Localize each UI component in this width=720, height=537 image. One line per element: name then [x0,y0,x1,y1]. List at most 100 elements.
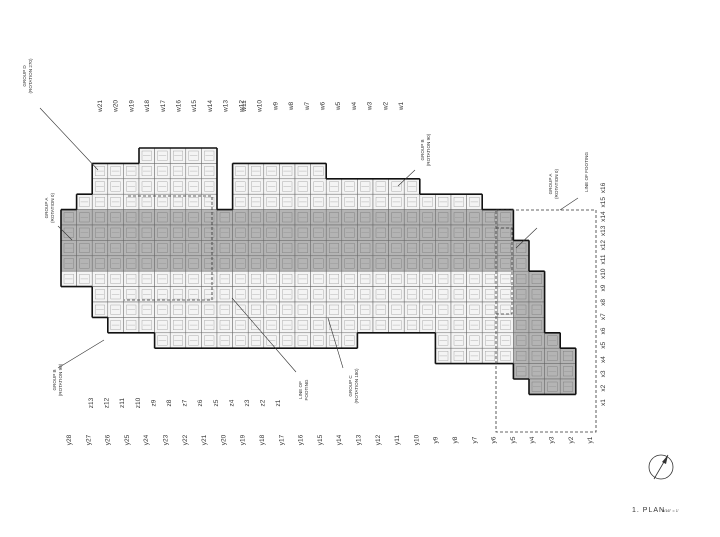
tile-cell [169,209,187,226]
tile-cell [91,193,109,210]
tile-cell [91,178,109,195]
tile-cell [123,270,140,287]
tile-cell [466,193,483,210]
tile-cell [107,224,124,241]
row-label-x: x13 [600,225,607,236]
tile-cell [435,347,452,364]
column-label-z: z4 [228,399,235,406]
tile-cell [310,317,327,334]
tile-cell [263,317,280,334]
tile-cell [544,332,561,349]
tile-cell [247,178,265,195]
tile-cell [310,301,327,318]
tile-cell [138,224,155,241]
tile-cell [294,178,311,195]
tile-cell [201,209,218,226]
tile-cell [403,209,421,226]
tile-cell [372,240,389,257]
tile-cell [310,193,327,210]
tile-cell [138,209,155,226]
tile-cell [294,224,311,241]
column-label-y: y15 [317,434,324,445]
tile-cell [76,270,93,287]
callout-line-of-footing-right: LINE OF FOOTING [584,152,589,192]
tile-cell [528,363,545,380]
tile-cell [169,178,187,195]
tile-cell [60,240,77,257]
tile-cell [201,224,218,241]
tile-cell [216,317,233,334]
tile-cell [341,270,358,287]
tile-cell [481,224,499,241]
tile-cell [294,286,311,303]
tile-cell [263,209,280,226]
tile-cell [388,178,405,195]
tile-cell [138,240,155,257]
callout-group-b-bottom: GROUP B [52,369,57,390]
tile-cell [497,224,514,241]
callout-group-a-right: GROUP A [548,173,553,195]
tile-cell [201,193,218,210]
tile-cell [325,301,343,318]
tile-cell [528,332,545,349]
column-label-w: w4 [351,101,358,111]
tile-cell [279,163,296,180]
tile-cell [294,255,311,272]
tile-cell [435,240,452,257]
tile-cell [123,286,140,303]
column-label-w: w17 [160,100,167,113]
row-label-x: x2 [600,384,607,391]
tile-cell [201,270,218,287]
tile-cell [450,224,467,241]
tile-cell [403,240,421,257]
tile-cell [185,301,202,318]
footing-outline-inner [496,227,513,315]
tile-cell [123,240,140,257]
tile-cell [403,270,421,287]
column-label-y: y2 [568,436,575,443]
tile-cell [294,163,311,180]
column-label-y: y22 [182,434,189,445]
tile-cell [481,270,499,287]
tile-cell [185,209,202,226]
tile-cell [154,255,171,272]
column-label-y: y8 [452,436,459,443]
tile-cell [481,255,499,272]
column-label-w: w5 [335,101,342,111]
tile-cell [481,240,499,257]
callout-line-of-footing-bottom: LINE OF [298,381,303,399]
column-label-w: w15 [191,100,198,113]
tile-cell [123,317,140,334]
callout-group-a-left: (ROTATION 0) [50,193,55,223]
tile-cell [279,332,296,349]
tile-cell [107,240,124,257]
tile-cell [169,317,187,334]
column-label-w: w14 [207,100,214,113]
tile-cell [294,193,311,210]
tile-cell [310,178,327,195]
column-label-w: w12 [238,100,245,113]
tile-cell [60,209,77,226]
tile-cell [185,240,202,257]
tile-cell [341,286,358,303]
tile-cell [403,255,421,272]
row-label-x: x9 [600,284,607,291]
tile-cell [201,147,218,164]
tile-cell [466,224,483,241]
tile-cell [497,270,514,287]
tile-cell [325,224,343,241]
tile-cell [185,178,202,195]
drawing-title: 1. PLAN [632,507,665,514]
tile-cell [247,286,265,303]
column-label-w: w7 [304,101,311,111]
tile-cell [216,209,233,226]
tile-cell [357,209,374,226]
tile-cell [466,301,483,318]
tile-cell [279,317,296,334]
tile-cell [232,286,249,303]
tile-cell [216,286,233,303]
tile-cell [201,240,218,257]
tile-cell [466,270,483,287]
tile-cell [372,255,389,272]
